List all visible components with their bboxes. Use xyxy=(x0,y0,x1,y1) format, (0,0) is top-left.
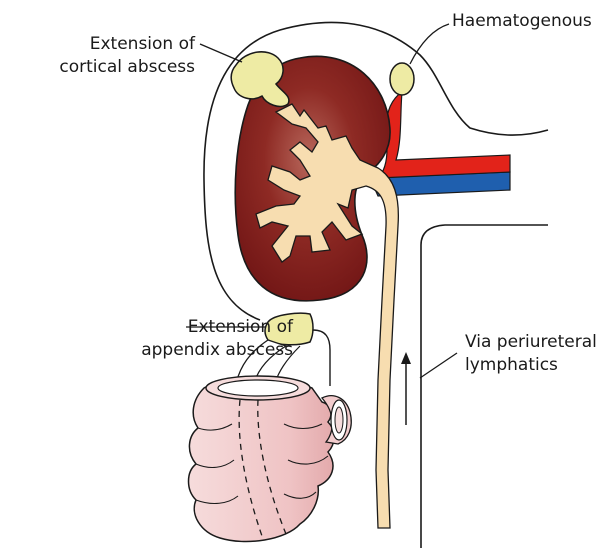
artery xyxy=(378,92,510,178)
bowel-side-opening-inner xyxy=(335,407,343,433)
label-periureteral-lymphatics: Via periureteral lymphatics xyxy=(465,331,597,377)
bowel xyxy=(189,380,335,542)
arrowhead-icon xyxy=(401,352,411,364)
haematogenous-focus xyxy=(390,63,414,95)
label-line: Via periureteral xyxy=(465,332,597,352)
label-appendix-abscess: Extension of appendix abscess xyxy=(141,316,293,362)
posterior-wall-line xyxy=(421,225,548,548)
label-line: Haematogenous xyxy=(452,11,592,31)
label-cortical-abscess: Extension of cortical abscess xyxy=(59,33,195,79)
label-line: appendix abscess xyxy=(141,340,293,360)
label-line: Extension of xyxy=(188,317,293,337)
label-haematogenous: Haematogenous xyxy=(452,10,592,33)
leader-cortical xyxy=(200,44,242,62)
leader-periureteral xyxy=(420,353,457,378)
appendix-tract-line xyxy=(313,330,330,386)
leader-haematogenous xyxy=(410,24,449,64)
label-line: lymphatics xyxy=(465,355,558,375)
label-line: cortical abscess xyxy=(59,57,195,77)
bowel-opening-inner xyxy=(218,380,298,396)
label-line: Extension of xyxy=(90,34,195,54)
